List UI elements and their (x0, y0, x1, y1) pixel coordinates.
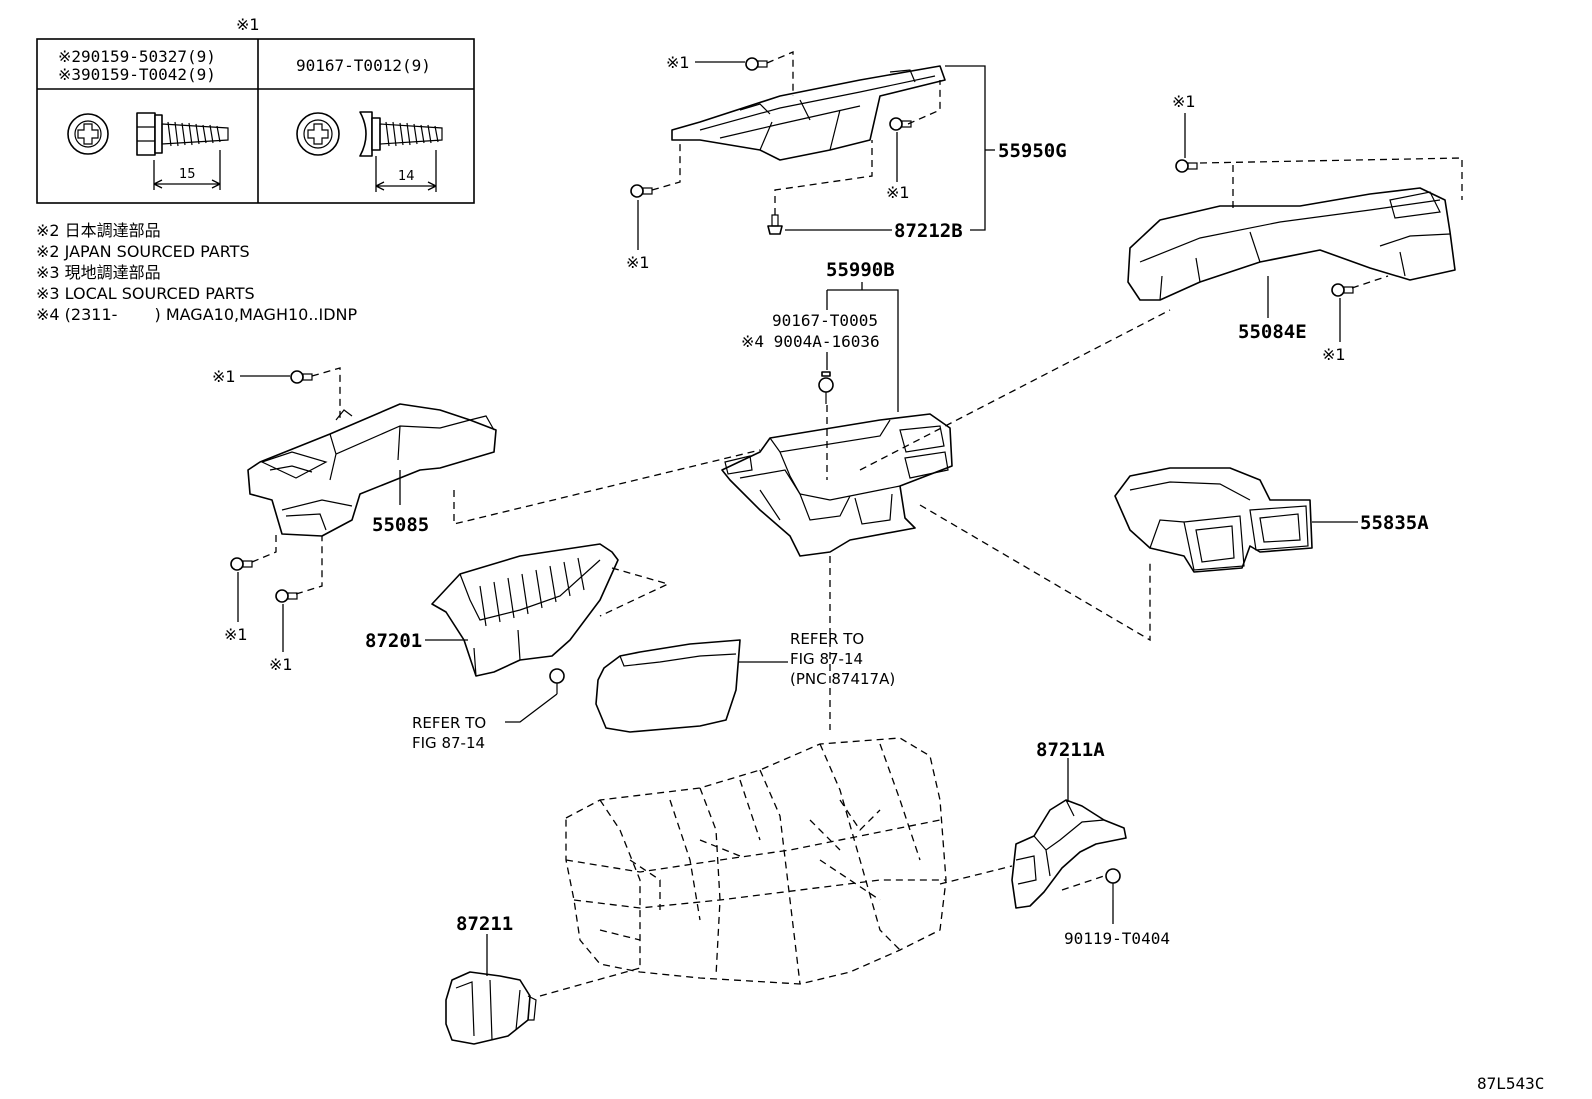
notes: ※2 日本調達部品 ※2 JAPAN SOURCED PARTS ※3 現地調達… (36, 221, 358, 324)
note-line: ※2 日本調達部品 (36, 221, 161, 240)
label-9004a-16036: ※4 9004A-16036 (741, 332, 880, 351)
label-90119-t0404: 90119-T0404 (1064, 929, 1170, 948)
table-part-c: 90167-T0012(9) (296, 56, 431, 75)
note-line: ※4 (2311- ) MAGA10,MAGH10..IDNP (36, 305, 358, 324)
screw-head-icon (296, 112, 340, 156)
screw-icon (889, 117, 912, 131)
part-55835a-outlet (1114, 467, 1313, 573)
screw-icon (1331, 283, 1354, 297)
part-foam-pad (595, 639, 741, 733)
label-55085: 55085 (372, 514, 429, 536)
part-87211-sensor (445, 971, 537, 1045)
mark-ref-1: ※1 (626, 253, 650, 272)
screw-icon (630, 184, 653, 198)
mark-ref-1: ※1 (212, 367, 236, 386)
screw-icon (1175, 159, 1198, 173)
note-line: ※3 LOCAL SOURCED PARTS (36, 284, 255, 303)
mark-ref-1: ※1 (1322, 345, 1346, 364)
refer-note-line: REFER TO (412, 714, 486, 732)
label-55990b: 55990B (826, 259, 895, 281)
dimension-14: 14 (398, 169, 415, 184)
note-line: ※2 JAPAN SOURCED PARTS (36, 242, 250, 261)
table-header-mark: ※1 (236, 15, 260, 34)
screw-icon (1105, 868, 1121, 900)
refer-note-line: FIG 87-14 (790, 650, 863, 668)
drawing-code: 87L543C (1477, 1074, 1544, 1093)
screw-icon (745, 57, 768, 71)
mark-ref-1: ※1 (269, 655, 293, 674)
label-90167-t0005: 90167-T0005 (772, 311, 878, 330)
screw-icon (818, 371, 834, 404)
screw-icon (290, 370, 313, 384)
mark-ref-1: ※1 (224, 625, 248, 644)
refer-note-line: REFER TO (790, 630, 864, 648)
part-55085-duct (247, 403, 497, 537)
label-87212b: 87212B (894, 220, 963, 242)
part-55990b-housing (721, 413, 953, 557)
label-87211: 87211 (456, 913, 513, 935)
label-87211a: 87211A (1036, 739, 1105, 761)
screw-head-icon (67, 113, 109, 155)
screw-icon (230, 557, 253, 571)
table-frame (36, 38, 475, 204)
screw-icon (549, 668, 565, 694)
hvac-unit-outline (565, 737, 947, 985)
label-55835a: 55835A (1360, 512, 1429, 534)
mark-ref-1: ※1 (1172, 92, 1196, 111)
label-87201: 87201 (365, 630, 422, 652)
hex-bolt-icon: 15 (136, 112, 229, 190)
part-87211a-bracket (1011, 799, 1127, 909)
refer-note-line: FIG 87-14 (412, 734, 485, 752)
table-part-a: ※290159-50327(9) (58, 47, 216, 66)
fastener-table: ※1 ※290159-50327(9) ※390159-T0042(9) 901… (36, 15, 475, 204)
clip-icon (767, 214, 783, 235)
screw-icon (275, 589, 298, 603)
mark-ref-1: ※1 (666, 53, 690, 72)
label-55084e: 55084E (1238, 321, 1307, 343)
part-87201-duct (431, 543, 619, 677)
table-part-b: ※390159-T0042(9) (58, 65, 216, 84)
note-line: ※3 現地調達部品 (36, 263, 161, 282)
mark-ref-1: ※1 (886, 183, 910, 202)
pan-screw-icon: 14 (359, 111, 443, 192)
part-55084e-duct (1127, 187, 1456, 301)
dimension-15: 15 (179, 167, 196, 182)
label-55950g: 55950G (998, 140, 1067, 162)
part-55950g-duct (671, 65, 946, 161)
refer-note-line: (PNC 87417A) (790, 670, 895, 688)
